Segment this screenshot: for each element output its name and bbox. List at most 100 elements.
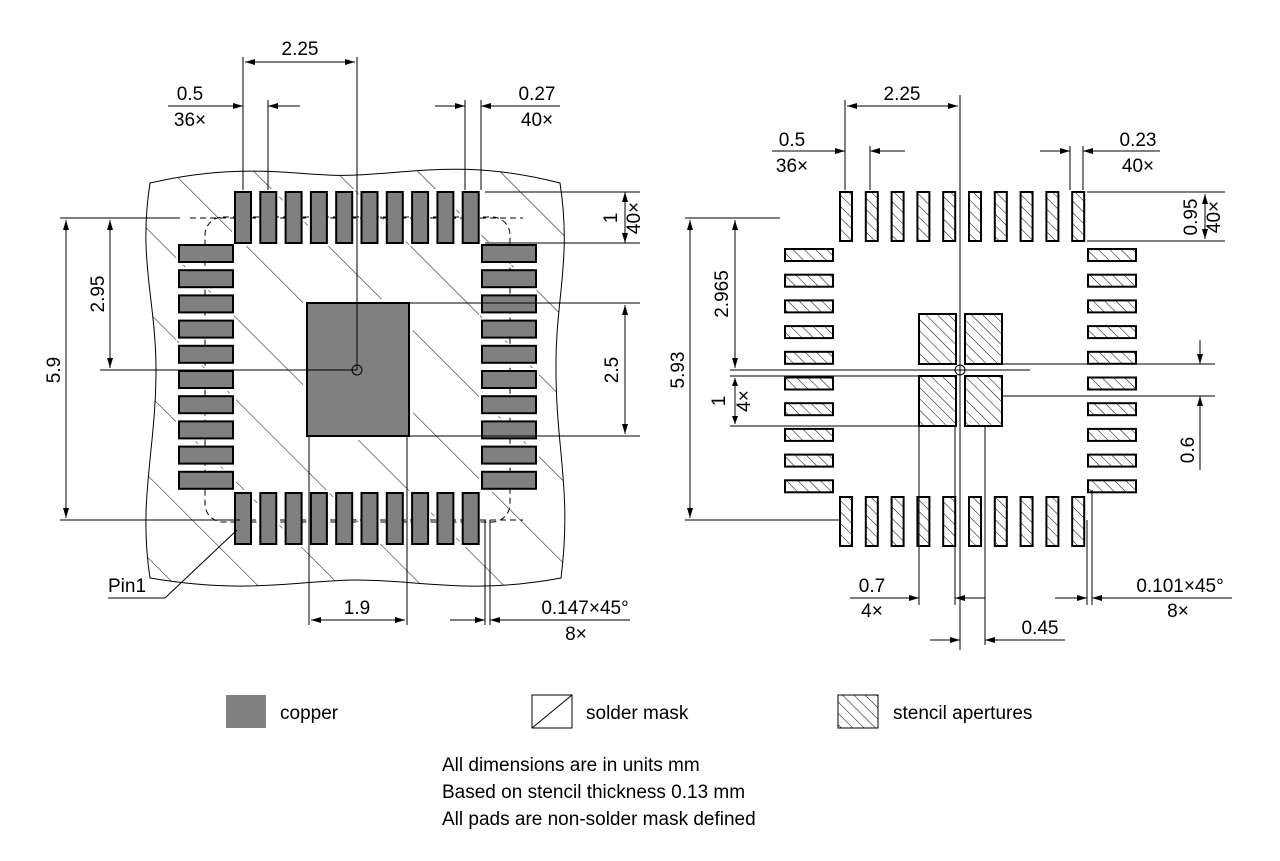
copper-pad-bottom-4 <box>309 492 328 545</box>
copper-pad-top-3 <box>284 191 303 244</box>
stencil-pad-top-4 <box>916 191 931 242</box>
dim-pad-width-count: 40× <box>521 110 553 131</box>
copper-pad-right-10 <box>481 470 537 490</box>
dim-ep-width: 1.9 <box>344 598 370 619</box>
dim-chamfer-count: 8× <box>565 624 587 645</box>
dim-pad-width: 0.27 <box>519 84 556 105</box>
stencil-pad-bottom-7 <box>993 496 1008 547</box>
dim-pad-length-count: 40× <box>624 202 645 234</box>
copper-pad-bottom-5 <box>335 492 354 545</box>
dim-stencil-count: 4× <box>734 390 755 412</box>
copper-pad-left-2 <box>178 269 234 289</box>
copper-pad-top-7 <box>385 191 404 244</box>
copper-pad-left-4 <box>178 319 234 339</box>
dim-stencil-width: 0.7 <box>859 576 885 597</box>
stencil-aperture-tr <box>964 313 1003 365</box>
stencil-pad-left-1 <box>784 248 834 262</box>
stencil-pad-right-3 <box>1087 299 1137 314</box>
copper-pad-top-1 <box>234 191 252 244</box>
note-units: All dimensions are in units mm <box>442 755 700 776</box>
stencil-pad-top-6 <box>968 191 982 242</box>
stencil-pad-top-7 <box>993 191 1008 242</box>
dim-pad-length: 1 <box>601 213 622 224</box>
dim-pitch-count: 36× <box>174 110 206 131</box>
stencil-pad-bottom-1 <box>839 496 853 547</box>
dim-r-pad-width: 0.23 <box>1120 130 1157 151</box>
copper-pad-bottom-9 <box>436 492 455 545</box>
copper-pad-left-3 <box>178 294 234 314</box>
copper-pad-top-6 <box>360 191 379 244</box>
dim-r-pitch-count: 36× <box>776 156 808 177</box>
stencil-pad-left-2 <box>784 273 834 288</box>
copper-pad-right-4 <box>481 319 537 339</box>
copper-pad-right-7 <box>481 395 537 415</box>
stencil-pad-left-6 <box>784 376 834 391</box>
stencil-pad-top-2 <box>864 191 879 242</box>
pin1-label: Pin1 <box>108 576 146 597</box>
stencil-pad-right-4 <box>1087 325 1137 340</box>
dim-r-pad-length: 0.95 <box>1181 199 1202 236</box>
copper-pad-right-9 <box>481 445 537 465</box>
copper-pad-bottom-1 <box>234 492 252 545</box>
stencil-pad-bottom-5 <box>942 496 957 547</box>
copper-pad-right-8 <box>481 420 537 440</box>
stencil-pad-left-8 <box>784 427 834 442</box>
stencil-pad-bottom-10 <box>1071 496 1086 547</box>
copper-pad-left-1 <box>178 244 234 263</box>
dim-r-chamfer-count: 8× <box>1167 601 1189 622</box>
copper-pad-bottom-10 <box>461 492 480 545</box>
stencil-pad-right-7 <box>1087 402 1137 417</box>
copper-pad-top-9 <box>436 191 455 244</box>
dim-ep-height: 2.5 <box>602 357 623 383</box>
copper-pad-top-5 <box>335 191 354 244</box>
copper-pad-left-9 <box>178 445 234 465</box>
dim-r-center-offset: 2.965 <box>712 270 733 318</box>
copper-pad-left-10 <box>178 470 234 490</box>
copper-pad-top-10 <box>461 191 480 244</box>
stencil-pad-bottom-4 <box>916 496 931 547</box>
dim-r-pitch: 0.5 <box>779 130 805 151</box>
stencil-pad-right-9 <box>1087 453 1137 468</box>
stencil-pad-left-7 <box>784 402 834 417</box>
stencil-pad-top-9 <box>1045 191 1060 242</box>
left-footprint: 2.25 0.5 36× 0.27 40× 1 40× 2.95 5.9 <box>44 39 645 645</box>
stencil-pad-right-10 <box>1087 479 1137 494</box>
stencil-pad-bottom-9 <box>1045 496 1060 547</box>
copper-pad-bottom-3 <box>284 492 303 545</box>
legend-stencil-label: stencil apertures <box>893 703 1032 724</box>
stencil-pad-bottom-2 <box>864 496 879 547</box>
copper-pad-top-8 <box>411 191 430 244</box>
copper-pad-left-6 <box>178 370 234 389</box>
stencil-pad-top-3 <box>890 191 905 242</box>
dim-r-pad-width-count: 40× <box>1122 156 1154 177</box>
stencil-pad-left-4 <box>784 325 834 340</box>
stencil-aperture-bl <box>918 375 957 427</box>
dim-chamfer: 0.147×45° <box>541 598 628 619</box>
stencil-pad-bottom-3 <box>890 496 905 547</box>
dim-pitch-top: 2.25 <box>282 39 319 60</box>
dim-stencil-width-count: 4× <box>861 601 883 622</box>
copper-pad-right-6 <box>481 370 537 389</box>
copper-pad-right-1 <box>481 244 537 263</box>
dim-r-pad-length-count: 40× <box>1204 201 1225 233</box>
legend-solder-mask-label: solder mask <box>586 703 689 724</box>
stencil-pad-right-8 <box>1087 427 1137 442</box>
copper-pad-left-8 <box>178 420 234 440</box>
copper-pad-left-5 <box>178 344 234 364</box>
copper-pad-right-5 <box>481 344 537 364</box>
dim-r-chamfer: 0.101×45° <box>1136 576 1223 597</box>
dim-stencil-spacing: 0.45 <box>1022 618 1059 639</box>
stencil-pad-top-8 <box>1019 191 1034 242</box>
copper-pad-right-2 <box>481 269 537 289</box>
notes: All dimensions are in units mm Based on … <box>442 752 756 833</box>
stencil-pad-bottom-6 <box>968 496 982 547</box>
stencil-pad-top-5 <box>942 191 957 242</box>
legend-stencil-swatch <box>837 694 879 729</box>
copper-pad-bottom-2 <box>259 492 278 545</box>
stencil-pad-left-10 <box>784 479 834 494</box>
note-stencil: Based on stencil thickness 0.13 mm <box>442 782 746 803</box>
dim-span: 5.9 <box>44 357 65 383</box>
stencil-pad-right-2 <box>1087 273 1137 288</box>
stencil-aperture-tl <box>918 313 957 365</box>
